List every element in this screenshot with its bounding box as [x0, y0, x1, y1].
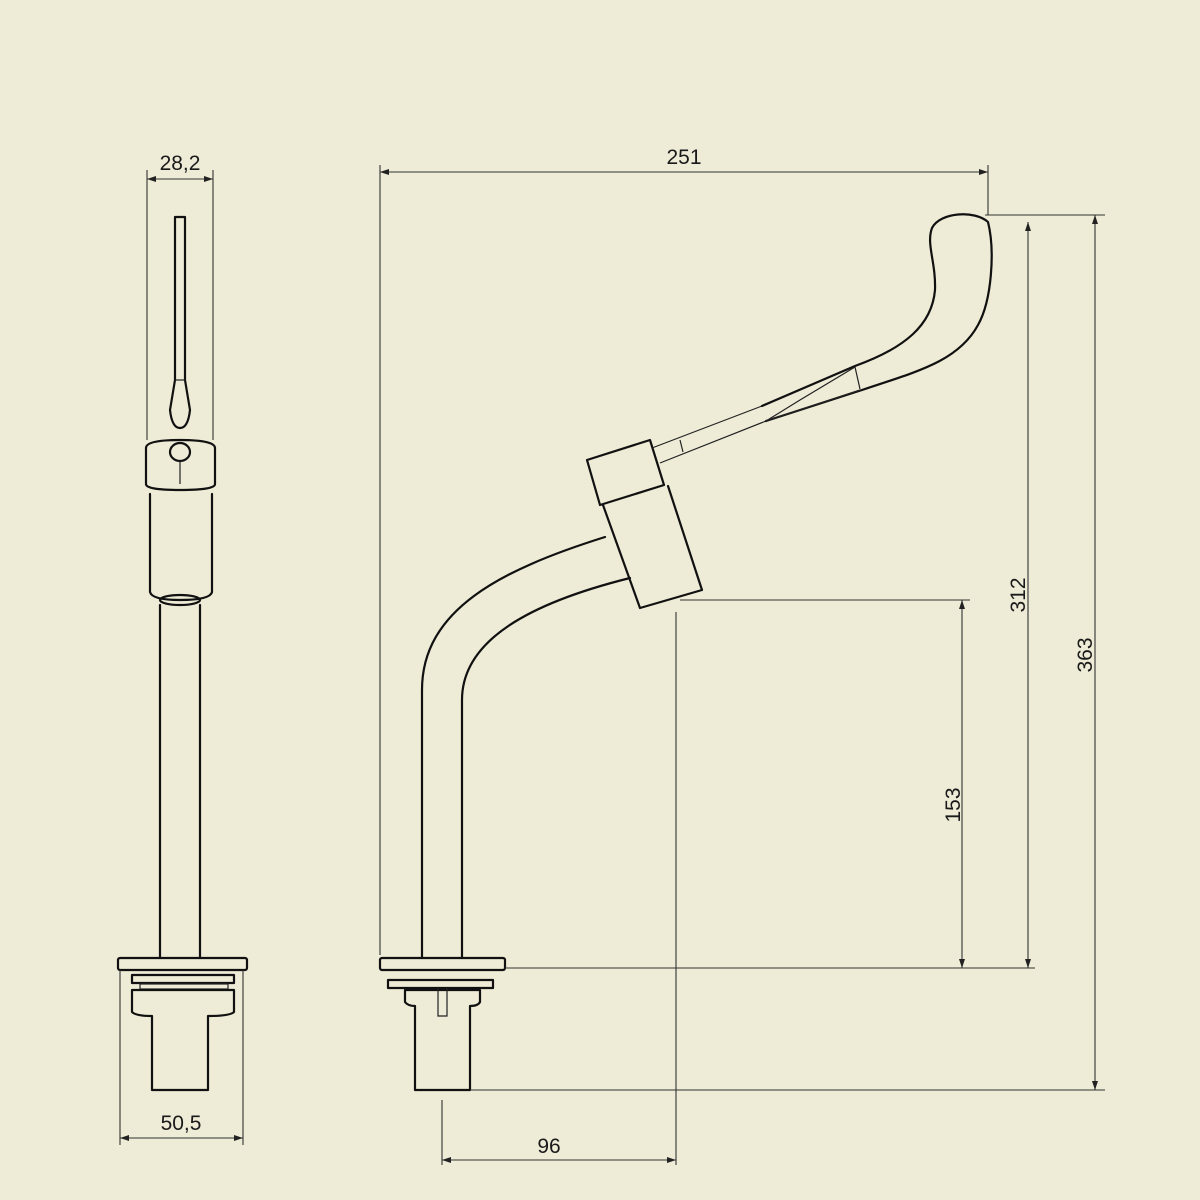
dim-spout-height: 153	[505, 599, 1035, 969]
dim-label-363: 363	[1074, 637, 1097, 672]
dim-label-312: 312	[1007, 577, 1030, 612]
side-view: 251 153 312 363 96	[378, 146, 1105, 1165]
dim-label-153: 153	[942, 787, 965, 822]
dim-lever-width: 28,2	[146, 152, 214, 440]
dim-label-50-5: 50,5	[161, 1112, 202, 1135]
dim-label-28-2: 28,2	[160, 152, 201, 175]
base-side	[378, 956, 507, 1092]
dim-base-width: 50,5	[119, 970, 244, 1145]
front-view: 28,2 50,5	[116, 152, 249, 1145]
dim-label-251: 251	[666, 146, 701, 169]
base-front	[116, 956, 249, 1092]
dim-lever-height: 312	[985, 214, 1105, 968]
dim-label-96: 96	[537, 1135, 560, 1158]
body-front	[144, 438, 217, 960]
lever-handle	[651, 213, 993, 464]
spout-pipe	[420, 535, 632, 960]
valve-body	[585, 438, 704, 610]
dim-total-height: 363	[470, 215, 1105, 1091]
dim-spout-reach: 96	[441, 612, 677, 1165]
dim-total-length: 251	[379, 146, 989, 955]
lever-front	[168, 215, 192, 484]
